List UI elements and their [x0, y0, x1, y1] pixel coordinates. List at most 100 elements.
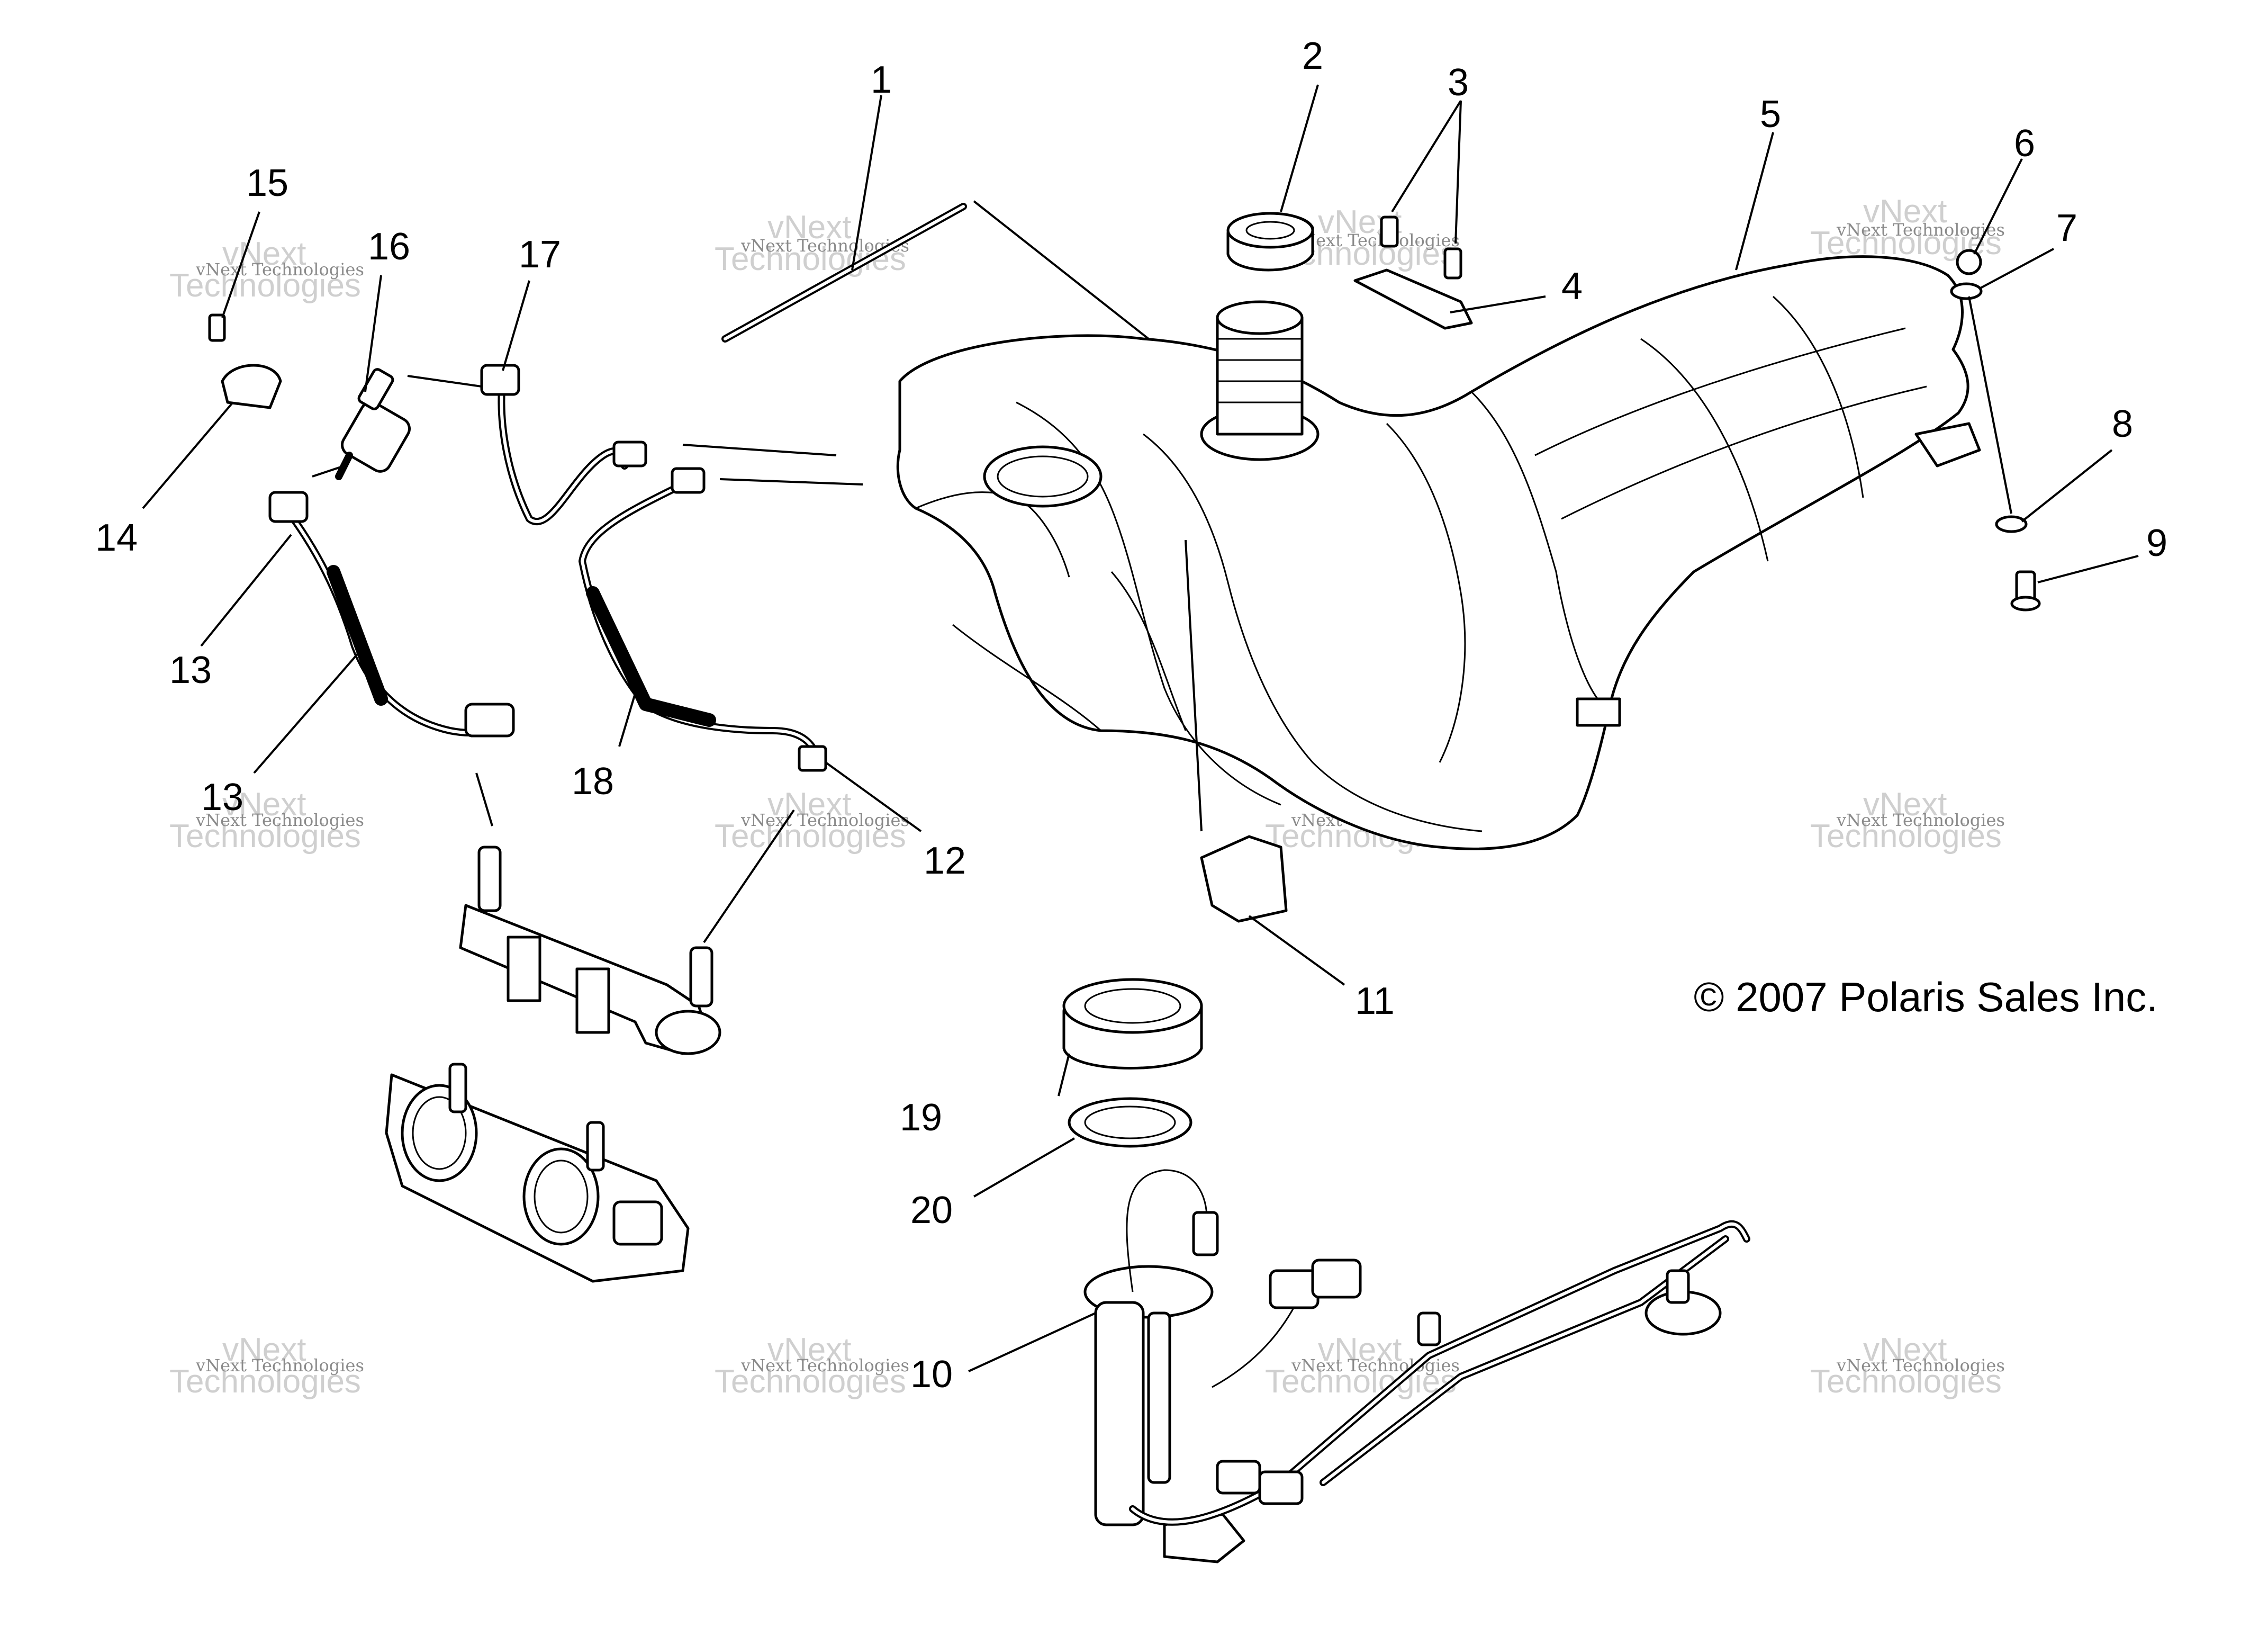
svg-text:vNext Technologies: vNext Technologies	[740, 1355, 909, 1376]
fuel-filter	[335, 368, 411, 480]
leader-19	[1058, 1053, 1070, 1096]
svg-text:vNext: vNext	[767, 209, 851, 246]
washer	[1995, 515, 2028, 533]
watermark: Technologies vNext vNext Technologies	[715, 209, 909, 277]
callout-19: 19	[900, 1096, 942, 1139]
screw	[1443, 247, 1462, 280]
leader-3b	[1454, 100, 1462, 244]
leader-5	[1735, 132, 1774, 271]
svg-text:Technologies: Technologies	[1810, 1363, 2002, 1400]
svg-text:vNext Technologies: vNext Technologies	[1836, 220, 2005, 240]
leader-hose-to-rail	[475, 772, 493, 826]
leader-9	[2037, 555, 2139, 583]
svg-text:vNext Technologies: vNext Technologies	[1836, 1355, 2005, 1376]
fuel-rail	[459, 846, 721, 1055]
svg-text:Technologies: Technologies	[169, 1363, 361, 1400]
tank-contour	[1110, 571, 1187, 731]
leader-vent-to-tank	[973, 200, 1150, 340]
callout-16: 16	[368, 226, 410, 268]
svg-text:vNext: vNext	[1863, 1332, 1947, 1368]
svg-text:vNext: vNext	[222, 786, 306, 823]
watermark: Technologies vNext vNext Technologies	[169, 786, 364, 855]
leader-hose-to-tank-b	[719, 478, 863, 486]
fuel-hose-18	[579, 467, 819, 756]
svg-text:vNext: vNext	[1863, 786, 1947, 823]
tank-contour	[1640, 338, 1769, 562]
throttle-body	[385, 1063, 690, 1283]
tank-contour	[1772, 295, 1864, 498]
leader-14	[142, 401, 234, 509]
leader-8	[2021, 449, 2113, 523]
svg-text:Technologies: Technologies	[1265, 1363, 1457, 1400]
callout-labels: 1 2 3 4 5 6 7 8 9 10 11 12 13 13 14 15 1…	[95, 35, 2167, 1396]
leader-15	[221, 211, 260, 318]
leader-hose-to-tank-a	[682, 444, 837, 456]
callout-2: 2	[1302, 35, 1323, 77]
watermark: Technologies vNext vNext Technologies	[1265, 1332, 1460, 1400]
pump-opening	[983, 445, 1103, 508]
callout-3: 3	[1448, 61, 1469, 104]
callout-1: 1	[871, 59, 892, 101]
tank-contour	[952, 624, 1101, 732]
callout-14: 14	[95, 517, 138, 559]
leader-18	[618, 693, 636, 747]
tank-body	[896, 255, 1969, 850]
callout-17: 17	[519, 233, 561, 276]
leader-3a	[1391, 100, 1462, 213]
svg-text:vNext Technologies: vNext Technologies	[195, 810, 364, 830]
pump-gasket	[1068, 1097, 1192, 1148]
fuel-cap	[1226, 212, 1314, 272]
hose-clip	[798, 745, 827, 772]
copyright-notice: © 2007 Polaris Sales Inc.	[1694, 974, 2158, 1020]
tank-contour	[1016, 401, 1281, 806]
svg-text:vNext: vNext	[222, 1332, 306, 1368]
tank-contour	[1534, 327, 1906, 456]
svg-text:vNext: vNext	[767, 786, 851, 823]
leader-lines	[142, 84, 2139, 1372]
svg-text:Technologies: Technologies	[715, 1363, 906, 1400]
leader-13a	[200, 534, 292, 647]
svg-text:Technologies: Technologies	[715, 818, 906, 855]
leader-16	[364, 275, 382, 392]
leader-2	[1280, 84, 1319, 212]
leader-16-to-17	[407, 375, 482, 388]
svg-text:vNext Technologies: vNext Technologies	[1291, 1355, 1460, 1376]
fuel-tank	[896, 255, 1981, 850]
bracket	[1353, 268, 1473, 330]
fuel-hose-13	[268, 491, 515, 738]
leader-tank-to-11	[1185, 540, 1203, 832]
svg-text:vNext Technologies: vNext Technologies	[195, 259, 364, 280]
leader-20	[973, 1137, 1076, 1198]
screw	[1380, 215, 1399, 248]
watermark: Technologies vNext vNext Technologies	[1810, 193, 2005, 262]
leader-4	[1450, 295, 1546, 313]
callout-6: 6	[2014, 122, 2035, 165]
svg-text:Technologies: Technologies	[1810, 818, 2002, 855]
callout-5: 5	[1760, 93, 1781, 136]
svg-text:vNext: vNext	[1318, 1332, 1402, 1368]
callout-10: 10	[910, 1353, 953, 1396]
leader-1	[851, 95, 882, 271]
callout-15: 15	[246, 162, 288, 204]
watermark: Technologies vNext vNext Technologies	[169, 1332, 364, 1400]
washer	[1950, 282, 1983, 300]
lock-ring	[1062, 978, 1203, 1069]
callout-9: 9	[2146, 522, 2167, 564]
svg-text:Technologies: Technologies	[169, 267, 361, 304]
watermarks: Technologies vNext vNext Technologies Te…	[169, 193, 2005, 1400]
clamp-screw	[208, 313, 226, 342]
foam-pad	[1200, 835, 1288, 923]
leader-7	[1979, 248, 2054, 290]
leader-13b	[253, 650, 361, 774]
callout-7: 7	[2056, 207, 2077, 249]
svg-text:vNext: vNext	[222, 236, 306, 272]
callout-18: 18	[572, 760, 614, 803]
svg-text:vNext: vNext	[767, 1332, 851, 1368]
tank-contour	[1470, 391, 1610, 711]
leader-12-to-rail	[703, 809, 795, 943]
nut	[1956, 249, 1982, 275]
hose-clamp	[221, 364, 282, 409]
watermark: Technologies vNext vNext Technologies	[715, 786, 909, 855]
svg-text:vNext Technologies: vNext Technologies	[1291, 230, 1460, 250]
